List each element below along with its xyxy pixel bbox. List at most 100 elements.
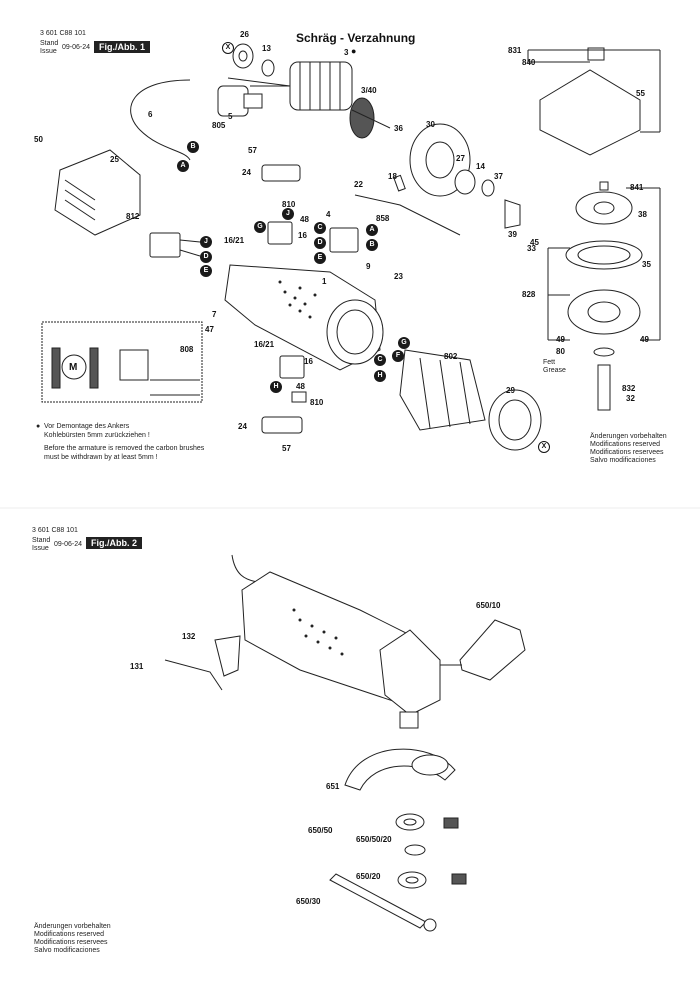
- label-650-50: 650/50: [308, 826, 333, 835]
- fan-guide-29-drawing: [488, 389, 542, 451]
- label-16-21-bottom: 16/21: [254, 340, 275, 349]
- sheet2-reserved-en: Modifications reserved: [34, 931, 105, 938]
- label-6: 6: [148, 110, 153, 119]
- marker-a-cord: A: [177, 160, 189, 172]
- label-37: 37: [494, 172, 503, 181]
- label-80: 80: [556, 347, 565, 356]
- bearing-flange-30-drawing: [409, 123, 495, 197]
- fett-label: Fett: [543, 359, 556, 366]
- label-840: 840: [522, 58, 536, 67]
- label-29: 29: [506, 386, 515, 395]
- label-16-21-top: 16/21: [224, 236, 245, 245]
- brush-holder-drawings: [261, 164, 359, 434]
- note-bullet: ●: [36, 423, 41, 430]
- label-812: 812: [126, 212, 140, 221]
- label-13: 13: [262, 44, 271, 53]
- marker-h-brush: H: [270, 381, 282, 393]
- sheet1-reserved-de: Änderungen vorbehalten: [590, 433, 667, 440]
- label-48-top: 48: [300, 215, 309, 224]
- marker-e-switch: E: [200, 265, 212, 277]
- label-35: 35: [642, 260, 651, 269]
- label-858: 858: [376, 214, 390, 223]
- label-650-30: 650/30: [296, 897, 321, 906]
- spanner-drawing: [329, 873, 437, 932]
- sheet2-date: 09-06-24: [54, 541, 83, 548]
- marker-a-block: A: [366, 224, 378, 236]
- label-36: 36: [394, 124, 403, 133]
- marker-c-block: C: [314, 222, 326, 234]
- label-651: 651: [326, 782, 340, 791]
- sheet2-reserved-es: Salvo modificaciones: [34, 947, 100, 954]
- label-32: 32: [626, 394, 635, 403]
- label-808: 808: [180, 345, 194, 354]
- sheet1-reserved-en: Modifications reserved: [590, 441, 661, 448]
- label-22: 22: [354, 180, 363, 189]
- label-9: 9: [366, 262, 371, 271]
- sheet2-stand-label: Stand: [32, 537, 51, 544]
- note-de-line1: Vor Demontage des Ankers: [44, 423, 130, 430]
- stator-802-drawing: [399, 349, 486, 431]
- label-7: 7: [212, 310, 217, 319]
- label-50: 50: [34, 135, 43, 144]
- bearing-26-drawing: [232, 43, 275, 77]
- label-49-left: 49: [556, 335, 565, 344]
- label-47: 47: [205, 325, 214, 334]
- label-832: 832: [622, 384, 636, 393]
- label-18: 18: [388, 172, 397, 181]
- end-cap-25-drawing: [54, 149, 141, 236]
- label-16-bottom: 16: [304, 357, 313, 366]
- marker-g-top: G: [254, 221, 266, 233]
- label-30: 30: [426, 120, 435, 129]
- sheet1-issue-label: Issue: [40, 48, 57, 55]
- label-24-top: 24: [242, 168, 251, 177]
- flange-and-nut-drawing: [395, 813, 467, 889]
- label-650-10: 650/10: [476, 601, 501, 610]
- label-26: 26: [240, 30, 249, 39]
- leader-lines-sheet1: [227, 49, 661, 341]
- label-650-50-20: 650/50/20: [356, 835, 392, 844]
- label-3-40: 3/40: [361, 86, 377, 95]
- label-810-top: 810: [282, 200, 296, 209]
- sheet2-doc-number: 3 601 C88 101: [32, 527, 78, 534]
- grease-label: Grease: [543, 367, 566, 374]
- label-810-bottom: 810: [310, 398, 324, 407]
- wiring-diagram: [41, 321, 203, 403]
- label-802: 802: [444, 352, 458, 361]
- note-de-line2: Kohlebürsten 5mm zurückziehen !: [44, 432, 150, 439]
- label-831: 831: [508, 46, 522, 55]
- sheet2-issue-label: Issue: [32, 545, 49, 552]
- marker-d-block: D: [314, 237, 326, 249]
- sheet1-reserved-fr: Modifications reservees: [590, 449, 664, 456]
- label-131: 131: [130, 662, 144, 671]
- label-5: 5: [228, 112, 233, 121]
- sheet1-stand-label: Stand: [40, 40, 59, 47]
- label-49-right: 49: [640, 335, 649, 344]
- wheel-guard-drawing: [344, 748, 456, 791]
- housing-1-drawing: [224, 264, 384, 371]
- label-45: 45: [530, 238, 539, 247]
- power-cord-drawing: [130, 79, 263, 161]
- label-27: 27: [456, 154, 465, 163]
- sheet1-title: Schräg - Verzahnung: [296, 31, 416, 45]
- label-33: 33: [527, 244, 536, 253]
- hex-key-and-bracket-drawing: [164, 635, 241, 691]
- label-48-bottom: 48: [296, 382, 305, 391]
- label-14: 14: [476, 162, 485, 171]
- armature-drawing: [250, 61, 391, 139]
- label-55: 55: [636, 89, 645, 98]
- marker-b-cord: B: [187, 141, 199, 153]
- marker-x-top: X: [222, 42, 234, 54]
- marker-e-block: E: [314, 252, 326, 264]
- marker-x-bottom: X: [538, 441, 550, 453]
- label-3: 3: [344, 48, 349, 57]
- label-3-bullet: ●: [351, 46, 357, 56]
- label-39: 39: [508, 230, 517, 239]
- marker-c-stator: C: [374, 354, 386, 366]
- sheet1-date: 09-06-24: [62, 44, 91, 51]
- note-en-line2: must be withdrawn by at least 5mm !: [44, 454, 158, 461]
- marker-j-top: J: [282, 208, 294, 220]
- note-en-line1: Before the armature is removed the carbo…: [44, 445, 205, 452]
- sheet1-fig-label: Fig./Abb. 1: [94, 41, 150, 53]
- label-57-bottom: 57: [282, 444, 291, 453]
